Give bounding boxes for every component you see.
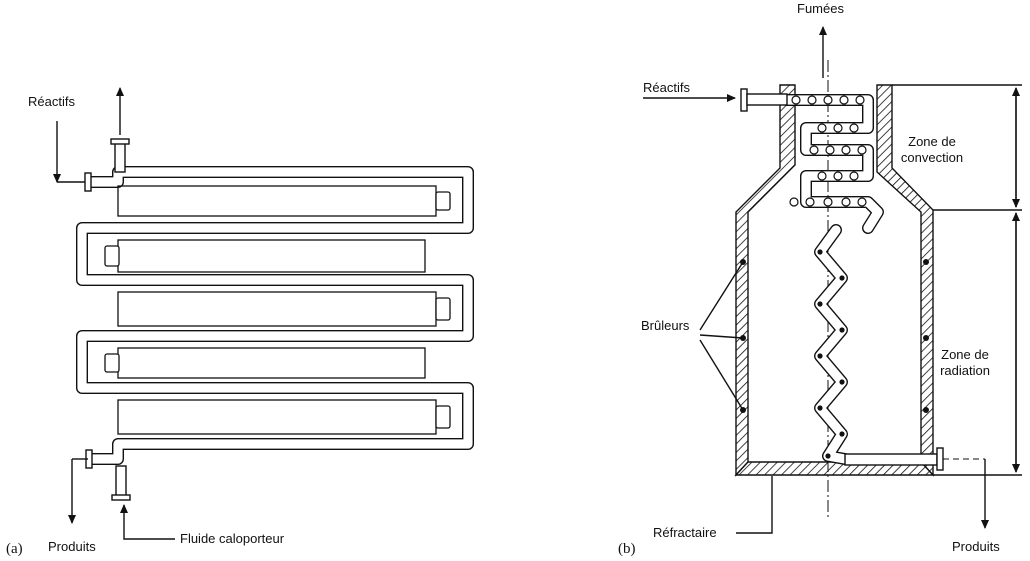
convection-tube-section-16 xyxy=(789,197,799,207)
convection-tube-section-15 xyxy=(849,171,859,181)
label-zone-radiation-2: radiation xyxy=(940,363,990,378)
convection-tube-section-14 xyxy=(833,171,843,181)
convection-tube-section-11 xyxy=(841,145,851,155)
sublabel-a: (a) xyxy=(6,541,23,557)
inner-tube-1 xyxy=(117,185,437,217)
bend-cap-left-2 xyxy=(104,353,120,373)
convection-tube-section-17 xyxy=(805,197,815,207)
convection-tube-bore xyxy=(782,95,883,233)
label-fluide-caloporteur: Fluide caloporteur xyxy=(180,531,285,546)
convection-tube-section-4 xyxy=(839,95,849,105)
refractaire-leader xyxy=(736,476,773,534)
label-refractaire: Réfractaire xyxy=(653,525,717,540)
convection-tube-section-18 xyxy=(823,197,833,207)
outlet-fittings xyxy=(72,449,131,501)
bend-cap-right-2 xyxy=(435,297,451,321)
serpentine-tube xyxy=(76,166,474,465)
radiation-tube-section-2 xyxy=(839,275,845,281)
inlet-pipe-b xyxy=(740,88,788,112)
convection-tube-section-20 xyxy=(857,197,867,207)
convection-tube-section-8 xyxy=(849,123,859,133)
convection-coil xyxy=(781,94,884,234)
label-produits-a: Produits xyxy=(48,539,96,554)
serpentine-exchanger-diagram: Réactifs Produits Fluide caloporteur (a) xyxy=(6,87,474,557)
label-zone-convection-1: Zone de xyxy=(908,134,956,149)
radiation-tube-section-8 xyxy=(839,431,845,437)
convection-tube-section-13 xyxy=(817,171,827,181)
convection-tube-section-5 xyxy=(855,95,865,105)
label-zone-convection-2: convection xyxy=(901,150,963,165)
outlet-pipe-b xyxy=(844,447,985,471)
radiation-tube-section-6 xyxy=(839,379,845,385)
convection-tube-section-7 xyxy=(833,123,843,133)
radiation-tube-section-4 xyxy=(839,327,845,333)
radiation-tube-section-7 xyxy=(817,405,823,411)
radiation-tube-section-1 xyxy=(817,249,823,255)
convection-tube-section-12 xyxy=(857,145,867,155)
convection-tube-section-10 xyxy=(825,145,835,155)
radiation-tube-section-9 xyxy=(825,453,831,459)
label-fumees: Fumées xyxy=(797,1,844,16)
convection-tube-section-9 xyxy=(809,145,819,155)
inner-tube-5 xyxy=(117,399,437,435)
radiation-tube-section-5 xyxy=(817,353,823,359)
outer-tube-bore xyxy=(77,167,473,464)
convection-tube-section-1 xyxy=(791,95,801,105)
inner-tube-3 xyxy=(117,291,437,327)
left-refractory-wall xyxy=(735,84,796,477)
radiation-tube-section-3 xyxy=(817,301,823,307)
bend-cap-left-1 xyxy=(104,245,120,267)
fired-heater-diagram: Fumées Réactifs Zone de convection Zone … xyxy=(618,1,1022,557)
label-reactifs-a: Réactifs xyxy=(28,94,75,109)
sublabel-b: (b) xyxy=(618,541,636,557)
inlet-fittings xyxy=(57,138,130,192)
convection-tube-section-19 xyxy=(841,197,851,207)
convection-tube-section-3 xyxy=(823,95,833,105)
bend-cap-right-1 xyxy=(435,191,451,211)
convection-tube-section-6 xyxy=(817,123,827,133)
zone-dimensions xyxy=(892,84,1022,476)
convection-tube-section-2 xyxy=(807,95,817,105)
bend-cap-right-3 xyxy=(435,405,451,429)
label-reactifs-b: Réactifs xyxy=(643,80,690,95)
inner-tube-2 xyxy=(117,239,426,273)
fluide-arrow xyxy=(120,504,175,540)
label-zone-radiation-1: Zone de xyxy=(941,347,989,362)
outer-tube xyxy=(76,166,474,465)
label-produits-b: Produits xyxy=(952,539,1000,554)
bruleurs-leaders xyxy=(699,261,744,411)
inner-tube-4 xyxy=(117,347,426,379)
radiation-coil xyxy=(814,224,851,465)
label-bruleurs: Brûleurs xyxy=(641,318,690,333)
